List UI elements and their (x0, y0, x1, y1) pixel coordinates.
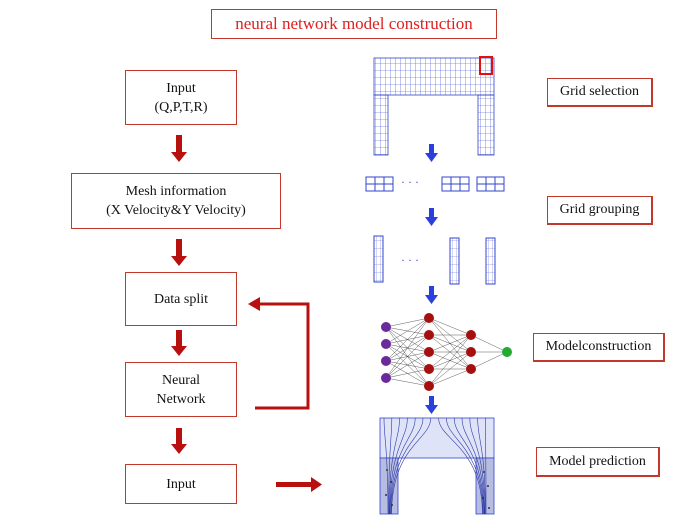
feedback-loop-arrow (255, 302, 310, 410)
neural-network-label-line1: Neural (161, 372, 201, 388)
neural-network-label-line2: Network (156, 391, 206, 407)
stream-line (469, 417, 486, 515)
nn-node (381, 339, 391, 349)
nn-node (381, 322, 391, 332)
mesh-information-box: Mesh information (X Velocity&Y Velocity) (71, 173, 281, 229)
grid-group-horizontal (365, 176, 505, 192)
input-box-params: (Q,P,T,R) (154, 99, 208, 115)
nn-edge (428, 334, 472, 370)
grid-selection-label: Grid selection (547, 78, 653, 107)
nn-edge (385, 368, 430, 379)
nn-node (424, 330, 434, 340)
blue-arrow-4 (425, 396, 438, 414)
nn-node (502, 347, 512, 357)
nn-node (424, 364, 434, 374)
nn-node (381, 373, 391, 383)
blue-arrow-1 (425, 144, 438, 162)
stream-line (446, 417, 484, 515)
nn-edge (385, 377, 430, 387)
input-to-prediction-arrow (276, 477, 322, 492)
nn-edge (470, 334, 508, 353)
grid-group-vertical (373, 235, 496, 285)
blue-arrow-3 (425, 286, 438, 304)
red-arrow-2 (171, 239, 187, 266)
stream-line (390, 417, 416, 515)
neural-network-box: Neural Network (125, 362, 237, 417)
model-prediction-label: Model prediction (536, 447, 660, 477)
nn-node (424, 313, 434, 323)
stream-line (391, 417, 432, 515)
stream-line (453, 417, 484, 515)
input-box-label: Input (166, 80, 196, 96)
stream-line (485, 417, 487, 515)
nn-edge (385, 351, 430, 379)
ellipsis-1: · · · (401, 175, 419, 189)
mesh-information-detail: (X Velocity&Y Velocity) (106, 203, 246, 218)
stream-line (383, 417, 389, 515)
nn-edge (428, 334, 472, 353)
stream-line (388, 417, 393, 515)
input-box-2: Input (125, 464, 237, 504)
grid-grouping-label: Grid grouping (547, 196, 653, 225)
input-box-2-label: Input (166, 476, 196, 492)
grid-selection-mesh (373, 56, 495, 156)
model-prediction-field (379, 417, 495, 515)
page-title: neural network model construction (211, 9, 497, 39)
nn-edge (385, 317, 430, 362)
input-box: Input (Q,P,T,R) (125, 70, 237, 125)
ellipsis-2: · · · (401, 253, 419, 267)
nn-edge (428, 334, 472, 387)
nn-edge (385, 334, 430, 379)
nn-edge (428, 351, 472, 387)
nn-edge (470, 351, 508, 370)
stream-line (390, 417, 424, 515)
mesh-information-label: Mesh information (125, 184, 227, 199)
nn-edge (428, 317, 472, 336)
stream-line (477, 417, 486, 515)
stream-line (438, 417, 483, 515)
nn-node (424, 381, 434, 391)
red-arrow-1 (171, 135, 187, 162)
stream-line (461, 417, 485, 515)
model-construction-label: Modelconstruction (533, 333, 665, 362)
nn-node (466, 347, 476, 357)
neural-network-graph (385, 317, 508, 387)
red-arrow-4 (171, 428, 187, 454)
nn-node (381, 356, 391, 366)
data-split-label: Data split (153, 291, 209, 307)
neural-network-nodes (381, 313, 512, 391)
stream-line (388, 417, 400, 515)
nn-edge (385, 317, 430, 379)
red-arrow-3 (171, 330, 187, 356)
stream-line (389, 417, 408, 515)
nn-edge (385, 317, 430, 345)
nn-node (424, 347, 434, 357)
blue-arrow-2 (425, 208, 438, 226)
feedback-arrowhead (248, 297, 260, 311)
nn-node (466, 330, 476, 340)
nn-node (466, 364, 476, 374)
nn-edge (385, 317, 430, 328)
nn-edge (428, 368, 472, 387)
data-split-box: Data split (125, 272, 237, 326)
